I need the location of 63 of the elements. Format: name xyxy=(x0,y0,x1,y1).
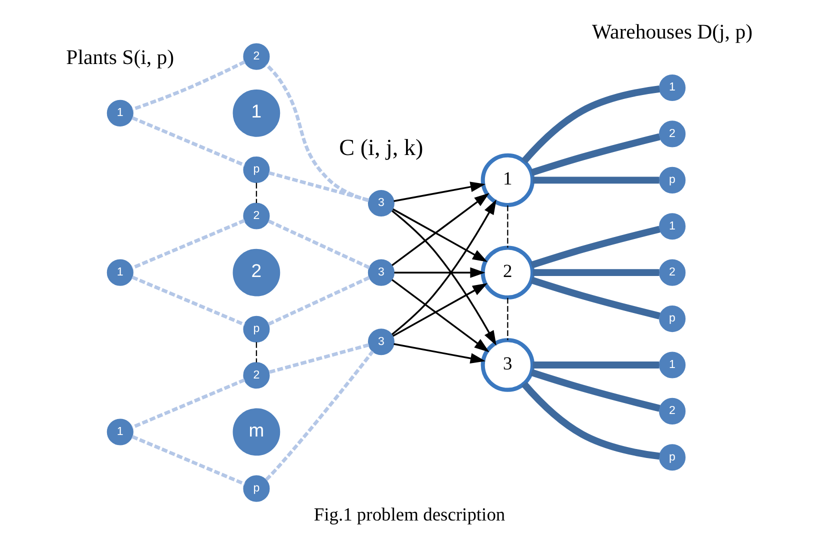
node-circle: 3 xyxy=(367,190,394,217)
connector xyxy=(520,382,660,460)
connector xyxy=(264,350,374,481)
node-circle: p xyxy=(242,316,270,342)
node-circle: 3 xyxy=(367,259,394,286)
connector xyxy=(532,269,659,276)
node-circle: p xyxy=(242,156,270,184)
connector xyxy=(530,226,660,268)
connector xyxy=(267,276,370,326)
node-circle: 3 xyxy=(367,328,394,356)
arrow xyxy=(393,343,485,364)
connector xyxy=(268,171,369,202)
node-circle: p xyxy=(658,306,686,332)
node-circle: 1 xyxy=(106,100,133,126)
connector xyxy=(267,219,370,270)
connector xyxy=(131,378,245,429)
connector xyxy=(530,133,660,176)
node-circle: p xyxy=(658,444,686,471)
node-circle: 2 xyxy=(242,362,270,389)
node-circle: 2 xyxy=(658,259,686,286)
arrow xyxy=(392,283,488,337)
node-circle: 1 xyxy=(232,90,280,137)
connector xyxy=(520,85,660,164)
node-circle: 1 xyxy=(658,74,686,102)
connector xyxy=(131,435,245,486)
node-circle: m xyxy=(232,408,280,456)
node-circle: 1 xyxy=(658,352,686,378)
node-circle: 2 xyxy=(242,43,270,70)
node-circle: 1 xyxy=(106,259,133,286)
label: Warehouses D(j, p) xyxy=(592,20,752,44)
connector xyxy=(131,218,245,270)
node-circle: 1 xyxy=(658,213,686,240)
node-circle: 1 xyxy=(480,153,534,208)
label: C (i, j, k) xyxy=(338,134,423,160)
arrow xyxy=(392,208,488,262)
node-circle: 3 xyxy=(480,338,534,392)
connector xyxy=(255,342,257,362)
connector xyxy=(131,116,245,167)
node-circle: 1 xyxy=(106,418,133,446)
arrow xyxy=(391,279,489,352)
connector xyxy=(530,276,660,320)
node-circle: p xyxy=(242,475,270,502)
node-circle: 2 xyxy=(658,120,686,148)
connector xyxy=(532,176,659,184)
node-circle: p xyxy=(658,166,686,194)
connector xyxy=(131,276,245,326)
connector xyxy=(131,60,245,111)
connector xyxy=(264,63,369,202)
connector xyxy=(255,182,257,203)
caption: Fig.1 problem description xyxy=(313,504,505,525)
node-circle: 2 xyxy=(242,202,270,230)
node-circle: 2 xyxy=(232,248,280,296)
label: Plants S(i, p) xyxy=(66,46,174,69)
node-circle: 2 xyxy=(658,398,686,424)
connector xyxy=(532,362,659,368)
connector xyxy=(530,369,660,412)
arrow xyxy=(391,192,489,266)
arrow xyxy=(393,182,485,202)
connector xyxy=(506,205,508,248)
connector xyxy=(506,298,508,340)
connector xyxy=(268,343,369,374)
node-circle: 2 xyxy=(480,246,534,300)
arrow xyxy=(394,267,485,278)
